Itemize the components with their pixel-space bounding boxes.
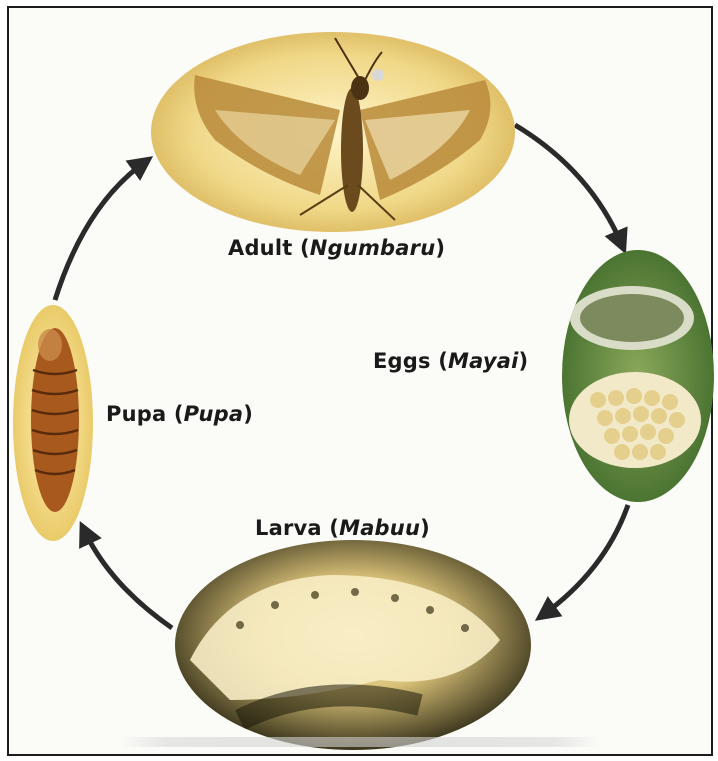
- arrow-larva-to-pupa: [84, 530, 172, 628]
- eggs-stage-image: [562, 250, 714, 502]
- arrow-pupa-to-adult: [55, 162, 145, 300]
- eggs-name: Eggs: [373, 349, 431, 373]
- larva-name: Larva: [255, 516, 322, 540]
- pupa-name: Pupa: [106, 402, 166, 426]
- adult-label: Adult (Ngumbaru): [228, 236, 445, 260]
- pupa-label: Pupa (Pupa): [106, 402, 253, 426]
- adult-local-name: Ngumbaru: [310, 236, 436, 260]
- adult-stage-image: [151, 32, 515, 232]
- eggs-local-name: Mayai: [448, 349, 518, 373]
- arrow-eggs-to-larva: [543, 505, 628, 615]
- adult-name: Adult: [228, 236, 292, 260]
- larva-stage-image: [175, 540, 531, 750]
- arrow-adult-to-eggs: [515, 125, 622, 245]
- faded-caption: [120, 737, 600, 747]
- eggs-label: Eggs (Mayai): [373, 349, 528, 373]
- larva-local-name: Mabuu: [339, 516, 420, 540]
- larva-label: Larva (Mabuu): [255, 516, 430, 540]
- pupa-local-name: Pupa: [184, 402, 244, 426]
- pupa-stage-image: [13, 305, 93, 541]
